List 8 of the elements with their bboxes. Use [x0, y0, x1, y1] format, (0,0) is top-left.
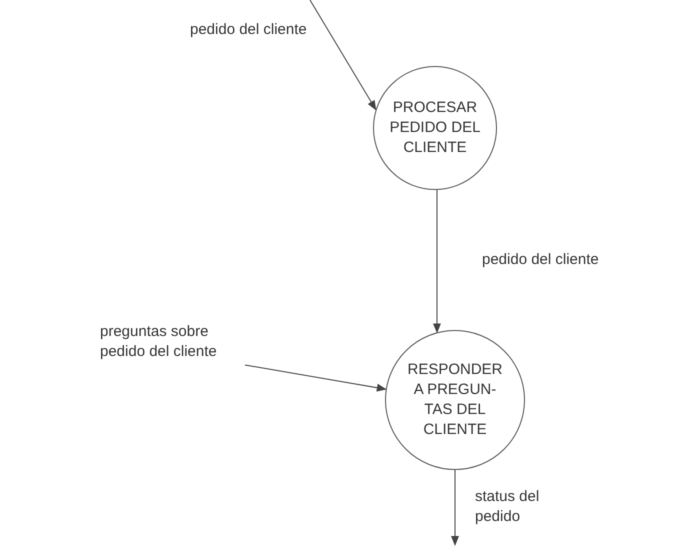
arrow — [451, 470, 459, 546]
edge-label: pedido del cliente — [482, 250, 599, 270]
arrow — [244, 364, 387, 392]
arrow — [433, 189, 441, 334]
edge-label: pedido del cliente — [190, 20, 307, 40]
process-label: PROCESAR PEDIDO DEL CLIENTE — [388, 98, 482, 158]
process-label: RESPONDER A PREGUN- TAS DEL CLIENTE — [406, 360, 504, 440]
arrow — [310, 0, 376, 110]
